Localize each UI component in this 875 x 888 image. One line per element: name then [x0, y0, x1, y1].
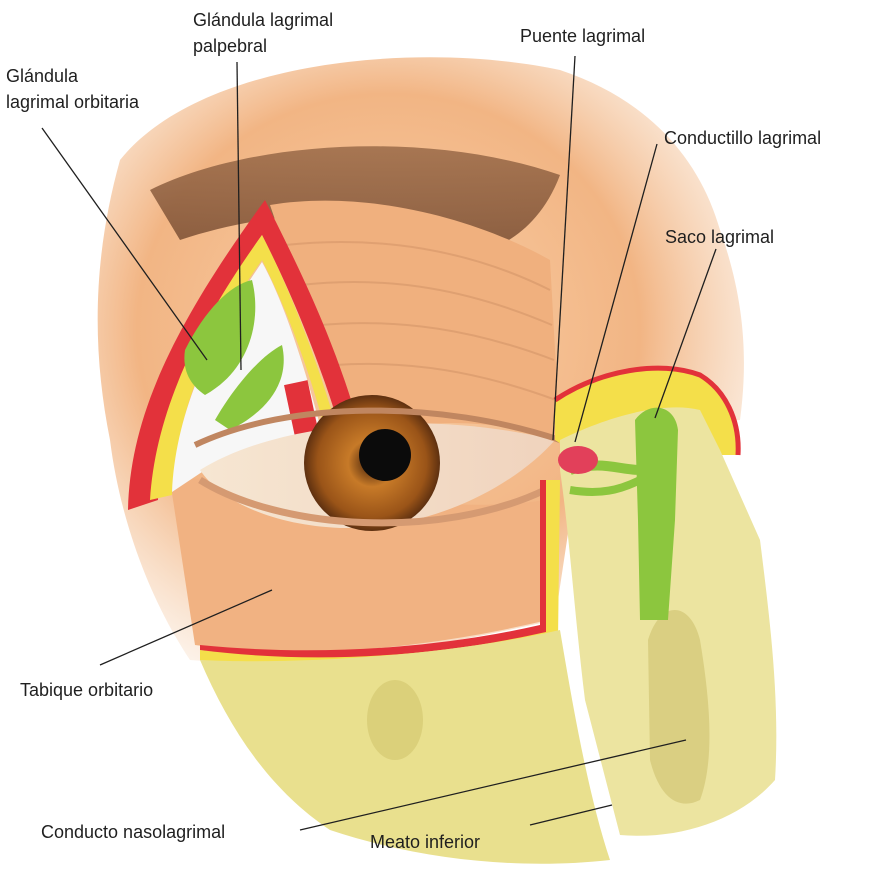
label-lacrimal-sac: Saco lagrimal: [665, 225, 774, 249]
lacrimal-caruncle: [558, 446, 598, 474]
label-lacrimal-canaliculus: Conductillo lagrimal: [664, 126, 821, 150]
pupil: [359, 429, 411, 481]
cheek-shadow: [367, 680, 423, 760]
label-palpebral-gland-line2: palpebral: [193, 34, 267, 58]
label-palpebral-gland-line1: Glándula lagrimal: [193, 8, 333, 32]
label-orbital-gland-line2: lagrimal orbitaria: [6, 90, 139, 114]
label-orbital-septum: Tabique orbitario: [20, 678, 153, 702]
label-inferior-meatus: Meato inferior: [370, 830, 480, 854]
label-orbital-gland-line1: Glándula: [6, 64, 78, 88]
label-lacrimal-punctum: Puente lagrimal: [520, 24, 645, 48]
label-nasolacrimal-duct: Conducto nasolagrimal: [41, 820, 225, 844]
